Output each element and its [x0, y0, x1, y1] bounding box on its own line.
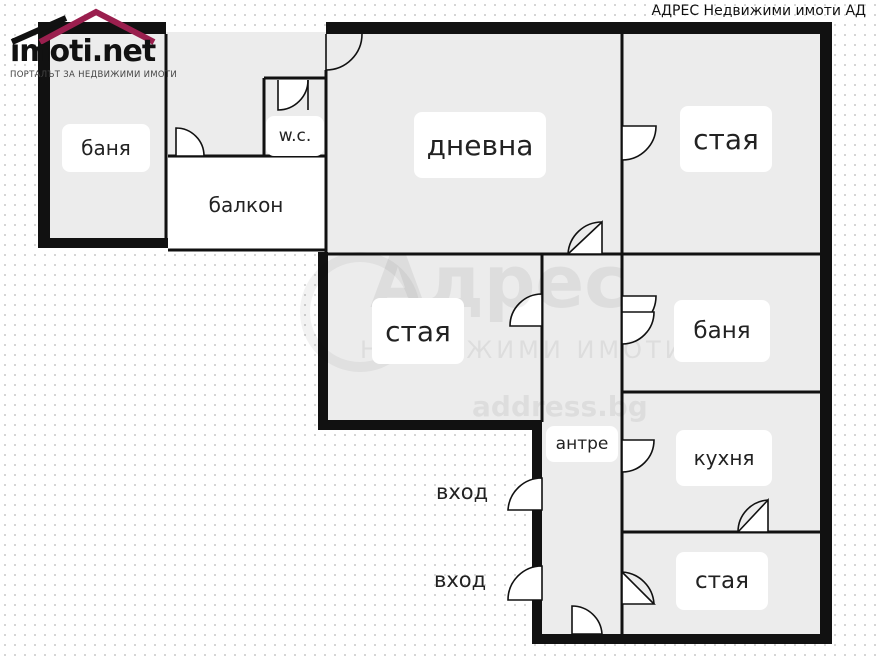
- room-label-balcony: балкон: [182, 180, 310, 230]
- door-kitchen: [621, 439, 655, 473]
- room-label-kitchen: кухня: [676, 430, 772, 486]
- imoti-logo: [6, 6, 176, 86]
- door-top: [325, 33, 363, 71]
- room-label-bath-right: баня: [674, 300, 770, 362]
- door-hall-top-arc: [567, 221, 603, 255]
- agency-caption: АДРЕС Недвижими имоти АД: [651, 3, 866, 19]
- wall-right: [820, 22, 832, 644]
- room-label-wc: w.c.: [266, 116, 324, 156]
- door-hall-top: [565, 220, 603, 255]
- wall-left-bottom: [38, 238, 168, 248]
- wall-left: [38, 22, 50, 248]
- room-label-hall: антре: [546, 426, 618, 462]
- door-room-bottom-arc: [737, 499, 769, 533]
- room-label-living: дневна: [414, 112, 546, 178]
- door-exit-bottom: [571, 605, 603, 635]
- entrance-label-1: вход: [436, 480, 489, 504]
- logo-tagline: ПОРТАЛЪТ ЗА НЕДВИЖИМИ ИМОТИ: [10, 70, 178, 80]
- room-label-room-middle: стая: [372, 298, 464, 364]
- wall-middle-bottom: [318, 420, 542, 430]
- wall-bottom: [532, 634, 832, 644]
- door-entrance-1: [507, 477, 543, 511]
- doors: [175, 33, 769, 635]
- room-label-room-top-right: стая: [680, 106, 772, 172]
- door-bottom-room-hall-arc: [621, 571, 655, 605]
- wall-entry-side: [532, 428, 542, 644]
- entrance-label-2: вход: [434, 568, 487, 592]
- wall-top-right: [326, 22, 832, 34]
- door-entrance-2: [507, 565, 543, 601]
- door-bath-right: [621, 311, 655, 345]
- door-bottom-room-hall: [621, 570, 656, 605]
- logo-name: imoti.net: [10, 34, 156, 69]
- room-label-room-bottom-right: стая: [676, 552, 768, 610]
- door-balcony: [175, 127, 205, 157]
- door-room-middle: [509, 293, 543, 327]
- door-room-bottom: [736, 497, 769, 533]
- door-living: [621, 125, 657, 161]
- room-label-bath-left: баня: [62, 124, 150, 172]
- house-roof-icon: [10, 8, 156, 45]
